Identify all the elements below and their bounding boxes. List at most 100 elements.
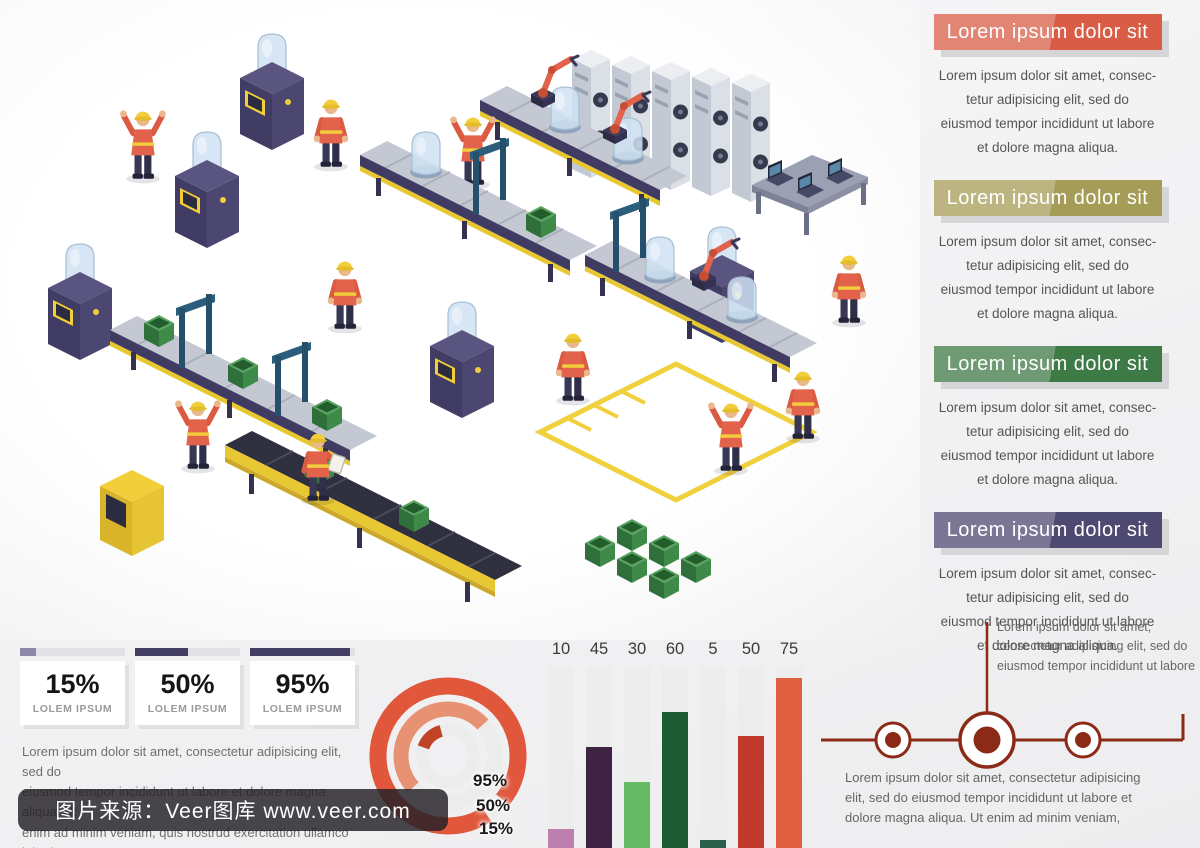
bar-value-label: 30: [627, 640, 647, 658]
bar-chart: 10 45 30 60 5 50 75: [548, 640, 802, 848]
bar-value-label: 10: [551, 640, 571, 658]
plane-top-text: Lorem ipsum dolor sit amet, consectetur …: [997, 620, 1196, 673]
section-1: Lorem ipsum dolor sit Lorem ipsum dolor …: [905, 14, 1190, 160]
stat-progress-fill: [250, 648, 350, 656]
factory-machine: [175, 132, 239, 248]
stat-box: 50% LOLEM IPSUM: [135, 661, 240, 725]
stat-box: 15% LOLEM IPSUM: [20, 661, 125, 725]
donut-label-15: 15%: [478, 819, 514, 838]
assembly-gate: [470, 138, 509, 214]
factory-machine-yellow: [100, 470, 164, 556]
stat-label: LOLEM IPSUM: [147, 702, 228, 715]
server-rack: [692, 68, 730, 196]
bar-fill: [776, 678, 802, 848]
donut-track: [416, 724, 480, 788]
worker: [832, 256, 867, 328]
section-1-header: Lorem ipsum dolor sit: [933, 14, 1162, 50]
section-2-header: Lorem ipsum dolor sit: [933, 180, 1162, 217]
bar-column: 5: [700, 640, 726, 848]
stat-50: 50% LOLEM IPSUM: [135, 648, 240, 725]
stat-percent: 95%: [275, 669, 330, 699]
assembly-gate: [610, 198, 649, 272]
donut-ring: [416, 724, 480, 788]
section-3: Lorem ipsum dolor sit Lorem ipsum dolor …: [905, 346, 1190, 492]
bar-track: [662, 666, 688, 848]
bar-value-label: 50: [741, 640, 761, 658]
floor-marking-zone: [534, 361, 818, 503]
section-3-header: Lorem ipsum dolor sit: [933, 346, 1162, 383]
worker: [328, 262, 363, 334]
watermark-text: 图片来源：Veer图库 www.veer.com: [55, 800, 411, 823]
bar-fill: [624, 782, 650, 848]
stat-label: LOLEM IPSUM: [262, 702, 343, 715]
section-4-body: Lorem ipsum dolor sit amet, consec- tetu…: [938, 566, 1157, 654]
glass-container: [409, 131, 443, 180]
stat-progress-bar: [250, 648, 355, 656]
stat-15: 15% LOLEM IPSUM: [20, 648, 125, 725]
worker: [314, 100, 349, 172]
bar-fill: [738, 736, 764, 848]
bar-track: [776, 666, 802, 848]
stat-progress-fill: [135, 648, 188, 656]
assembly-gate: [272, 342, 311, 416]
bar-fill: [586, 747, 612, 848]
bar-value-label: 60: [665, 640, 685, 658]
bar-column: 75: [776, 640, 802, 848]
bar-fill: [662, 712, 688, 848]
stat-percent: 15%: [45, 669, 100, 699]
plane-engine-right-hub: [1075, 732, 1091, 748]
bar-track: [738, 666, 764, 848]
green-crate-stack: [585, 519, 711, 599]
glass-container: [643, 236, 677, 285]
stat-progress-fill: [20, 648, 36, 656]
bar-value-label: 45: [589, 640, 609, 658]
bar-value-label: 75: [779, 640, 799, 658]
stat-label: LOLEM IPSUM: [32, 702, 113, 715]
bar-track: [624, 666, 650, 848]
laptop-table: [752, 155, 868, 235]
plane-engine-left-hub: [885, 732, 901, 748]
factory-machine: [48, 244, 112, 360]
stat-progress-bar: [20, 648, 125, 656]
section-1-body: Lorem ipsum dolor sit amet, consec- tetu…: [938, 68, 1157, 156]
plane-fuselage-hub: [973, 726, 1001, 754]
bar-value-label: 5: [708, 640, 718, 658]
worker: [556, 334, 591, 406]
bar-track: [548, 666, 574, 848]
stats-row: 15% LOLEM IPSUM 50% LOLEM IPSUM 95% LOLE…: [20, 648, 355, 725]
stat-95: 95% LOLEM IPSUM: [250, 648, 355, 725]
plane-diagram: [821, 622, 1185, 769]
bar-track: [586, 666, 612, 848]
watermark: 图片来源：Veer图库 www.veer.com: [18, 789, 448, 831]
conveyor-belt: [480, 56, 687, 212]
plane-bottom-text: Lorem ipsum dolor sit amet, consectetur …: [845, 770, 1141, 826]
section-4: Lorem ipsum dolor sit Lorem ipsum dolor …: [905, 512, 1190, 658]
conveyor-belt: [110, 294, 377, 466]
bar-fill: [548, 829, 574, 848]
stat-percent: 50%: [160, 669, 215, 699]
section-3-body: Lorem ipsum dolor sit amet, consec- tetu…: [938, 400, 1157, 488]
bar-column: 45: [586, 640, 612, 848]
conveyor-belt: [360, 131, 597, 282]
right-text-column: Lorem ipsum dolor sit Lorem ipsum dolor …: [905, 14, 1190, 678]
bar-track: [700, 666, 726, 848]
worker: [120, 110, 166, 183]
section-2-body: Lorem ipsum dolor sit amet, consec- tetu…: [938, 234, 1157, 322]
conveyor-belt: [585, 198, 817, 382]
bar-fill: [700, 840, 726, 848]
section-4-header: Lorem ipsum dolor sit: [933, 512, 1162, 549]
donut-label-50: 50%: [475, 796, 511, 815]
stat-box: 95% LOLEM IPSUM: [250, 661, 355, 725]
worker: [175, 400, 221, 473]
conveyor-belt: [225, 431, 522, 602]
factory-machine: [240, 34, 304, 150]
bar-column: 30: [624, 640, 650, 848]
factory-machine: [430, 302, 494, 418]
bar-column: 10: [548, 640, 574, 848]
assembly-gate: [176, 294, 215, 368]
donut-label-95: 95%: [472, 771, 508, 790]
bar-column: 50: [738, 640, 764, 848]
glass-container: [725, 276, 759, 325]
stat-progress-bar: [135, 648, 240, 656]
